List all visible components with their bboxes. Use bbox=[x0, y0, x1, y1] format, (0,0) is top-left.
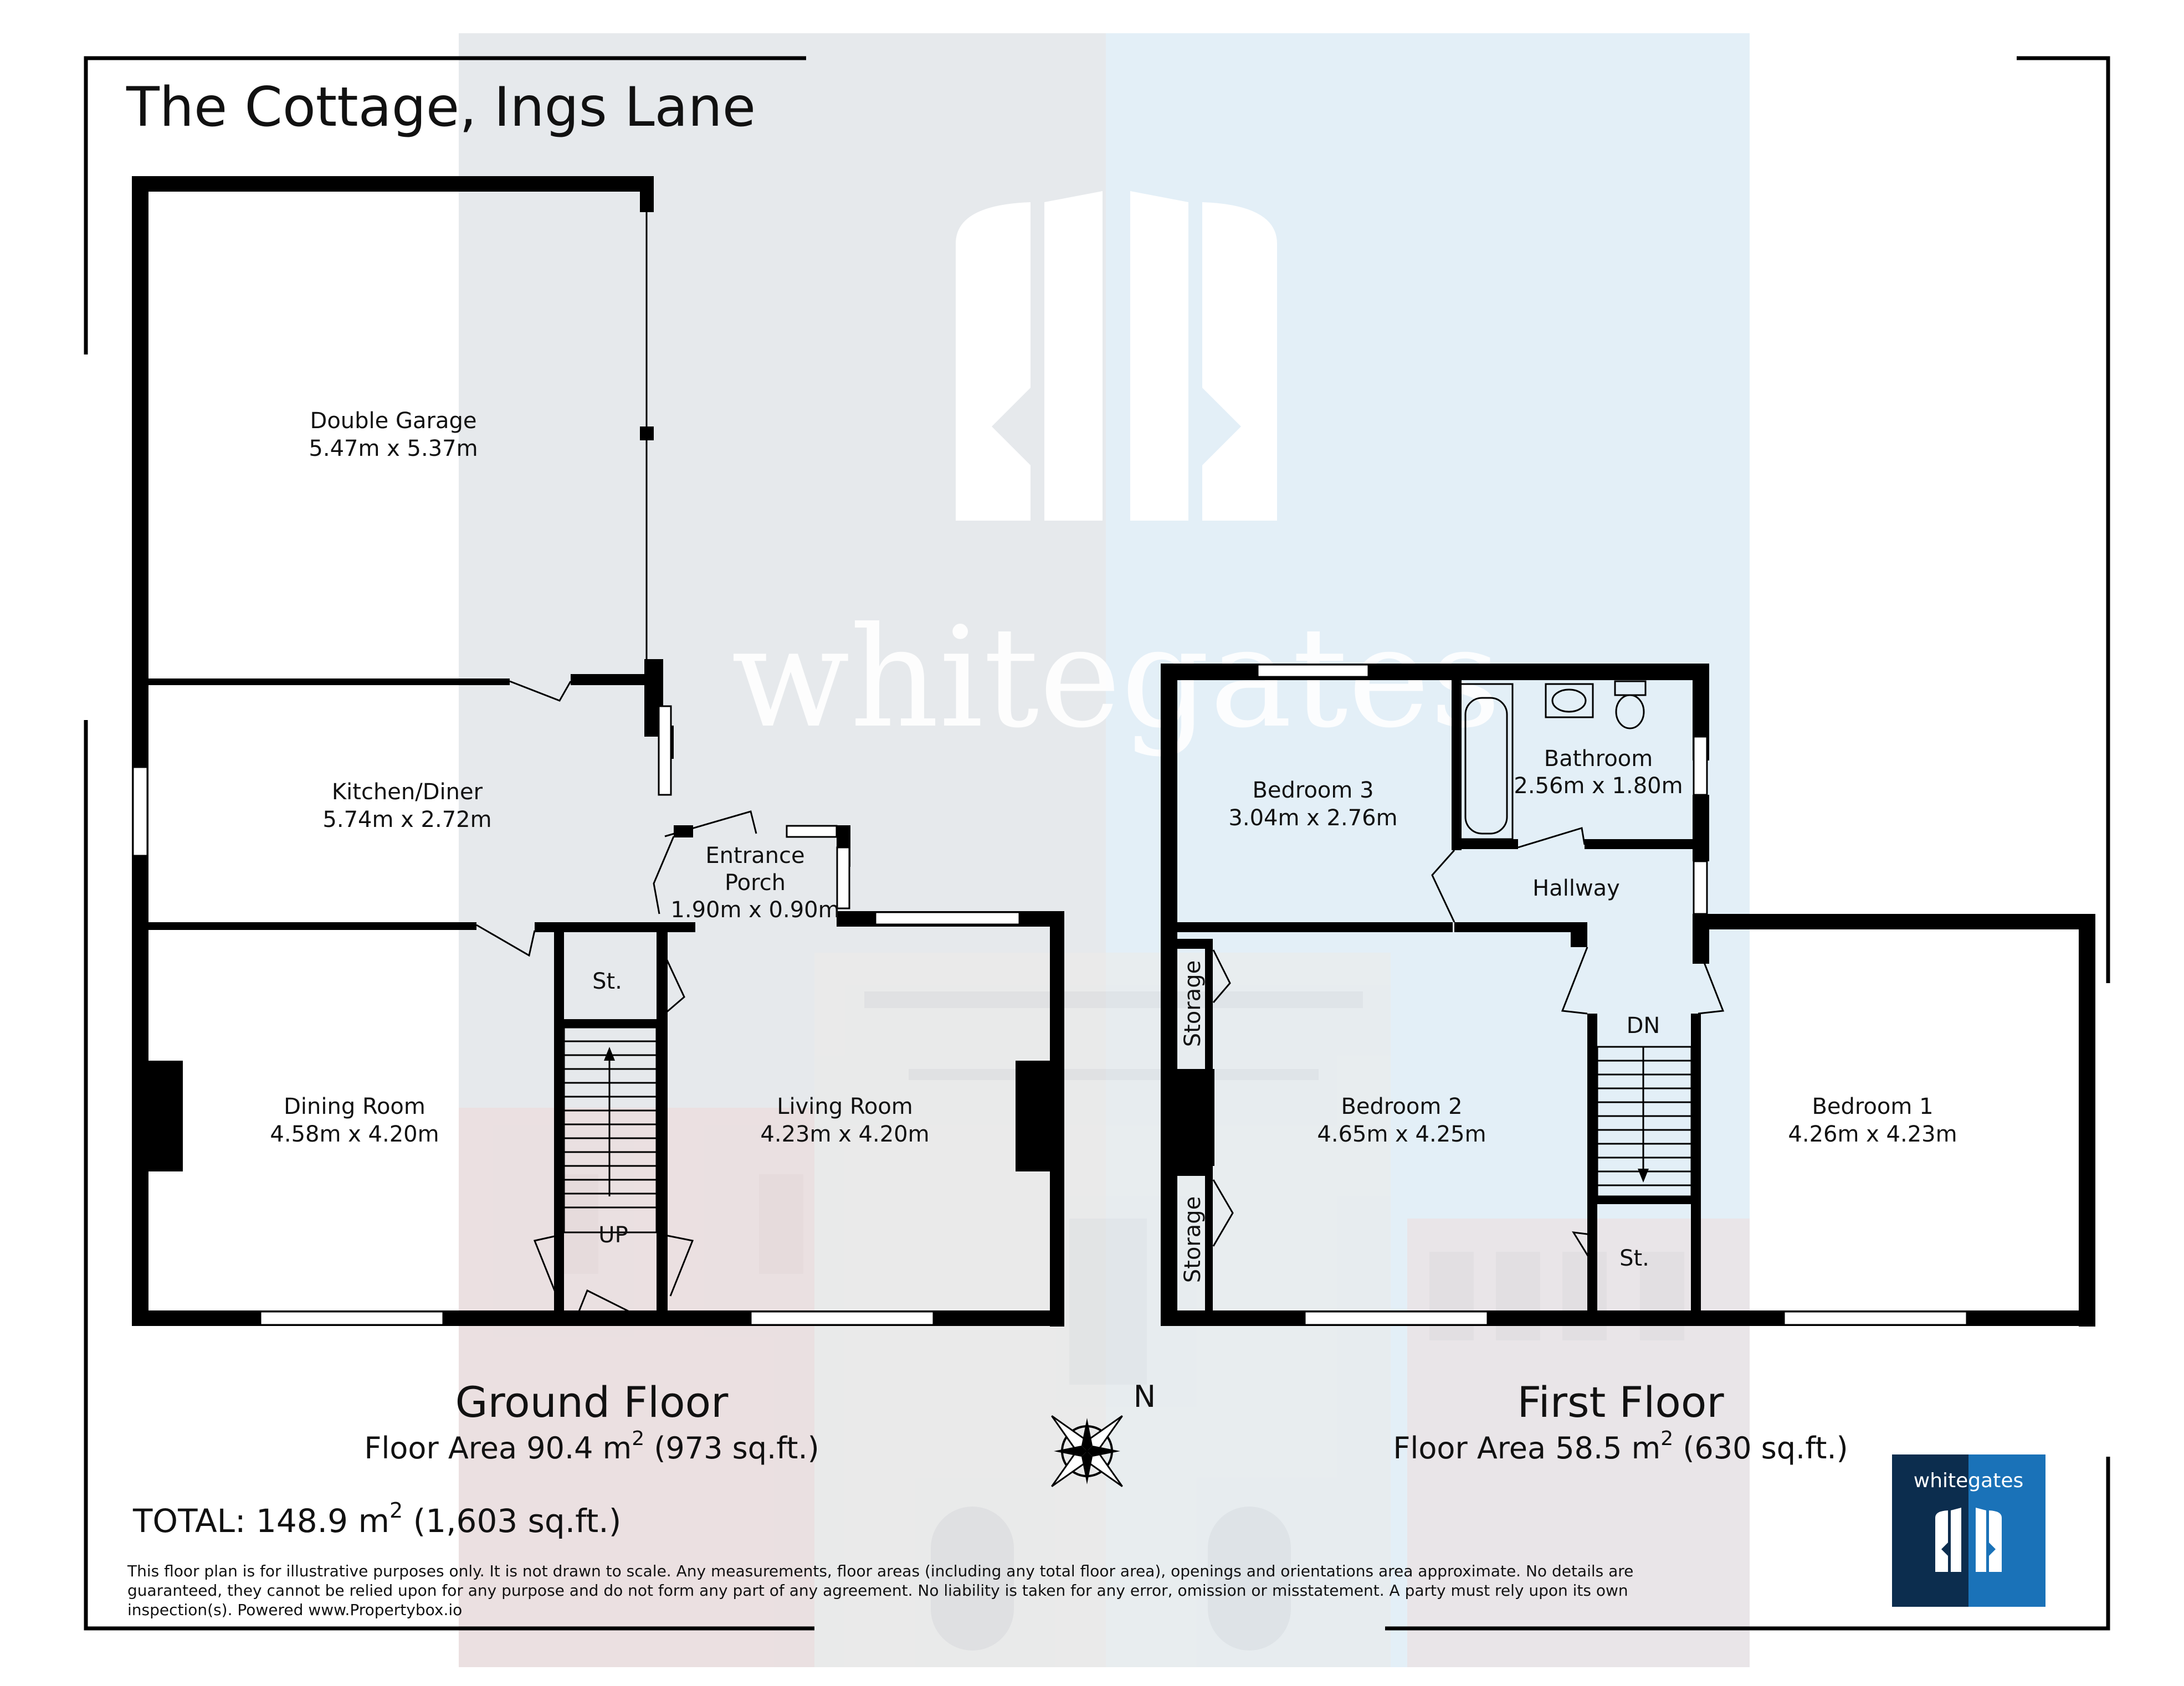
store-label-first: St. bbox=[1619, 1246, 1649, 1271]
room-dims-bedroom-2: 4.65m x 4.25m bbox=[1317, 1122, 1486, 1147]
stairs-down-label: DN bbox=[1627, 1013, 1660, 1039]
first-floor-area: Floor Area 58.5 m2 (630 sq.ft.) bbox=[1393, 1427, 1848, 1466]
window bbox=[786, 825, 838, 838]
watermark: whitegates bbox=[459, 33, 1750, 1667]
page-frame bbox=[84, 56, 2110, 1631]
window bbox=[1257, 664, 1370, 678]
whitegates-logo: whitegates bbox=[1892, 1454, 2045, 1607]
window bbox=[750, 1310, 935, 1326]
door-swing bbox=[664, 810, 757, 837]
door-swing bbox=[1212, 949, 1231, 1003]
room-name-entrance-porch: Entrance bbox=[705, 843, 804, 868]
room-dims-bedroom-3: 3.04m x 2.76m bbox=[1228, 805, 1397, 831]
ground-floor-plan: Double Garage 5.47m x 5.37m Kitchen/Dine… bbox=[132, 176, 1064, 1327]
door-swing bbox=[653, 836, 675, 914]
stairs-up-label: UP bbox=[598, 1222, 628, 1248]
door-swing bbox=[664, 955, 685, 1015]
compass-icon bbox=[1051, 1415, 1123, 1487]
room-name-living-room: Living Room bbox=[777, 1094, 913, 1119]
watermark-logo-mark bbox=[956, 191, 1277, 521]
room-name-dining-room: Dining Room bbox=[284, 1094, 425, 1119]
window bbox=[1304, 1310, 1489, 1326]
door-swing bbox=[1517, 827, 1586, 849]
washbasin bbox=[1545, 683, 1594, 718]
toilet bbox=[1614, 680, 1647, 729]
door-swing bbox=[476, 924, 536, 957]
room-dims-dining-room: 4.58m x 4.20m bbox=[270, 1122, 439, 1147]
total-area: TOTAL: 148.9 m2 (1,603 sq.ft.) bbox=[132, 1498, 621, 1540]
room-dims-living-room: 4.23m x 4.20m bbox=[760, 1122, 929, 1147]
door-swing bbox=[1697, 947, 1725, 1015]
window bbox=[836, 846, 850, 909]
door-swing bbox=[533, 1234, 560, 1297]
bath-tub bbox=[1459, 683, 1514, 840]
door-swing bbox=[1561, 947, 1588, 1015]
staircase-up bbox=[563, 1026, 658, 1233]
disclaimer-line-1: This floor plan is for illustrative purp… bbox=[127, 1562, 1633, 1580]
room-dims-double-garage: 5.47m x 5.37m bbox=[309, 436, 478, 461]
room-name-bedroom-1: Bedroom 1 bbox=[1812, 1094, 1933, 1119]
window bbox=[259, 1310, 444, 1326]
door-swing bbox=[509, 680, 572, 702]
window bbox=[1693, 736, 1708, 796]
door-swing bbox=[1572, 1231, 1597, 1269]
window bbox=[1693, 860, 1708, 915]
room-dims-bathroom: 2.56m x 1.80m bbox=[1514, 773, 1683, 799]
room-name-double-garage: Double Garage bbox=[310, 408, 477, 434]
window bbox=[874, 911, 1021, 926]
disclaimer-line-3: inspection(s). Powered www.Propertybox.i… bbox=[127, 1601, 462, 1619]
room-name-bathroom: Bathroom bbox=[1544, 746, 1653, 772]
room-name-kitchen-diner: Kitchen/Diner bbox=[332, 779, 483, 805]
watermark-building-illustration bbox=[459, 953, 1750, 1667]
door-swing bbox=[1431, 850, 1455, 923]
front-door-swing bbox=[575, 1289, 638, 1319]
window bbox=[658, 705, 672, 796]
window bbox=[132, 766, 148, 857]
page-title: The Cottage, Ings Lane bbox=[126, 76, 756, 139]
logo-text: whitegates bbox=[1914, 1469, 2023, 1492]
room-name-hallway: Hallway bbox=[1532, 876, 1620, 901]
ground-floor-title: Ground Floor bbox=[455, 1377, 729, 1427]
first-floor-plan: Bedroom 3 3.04m x 2.76m Bathroom 2.56m x… bbox=[1161, 664, 2095, 1327]
door-swing bbox=[664, 1234, 694, 1297]
staircase-down bbox=[1596, 1046, 1693, 1197]
room-dims-kitchen-diner: 5.74m x 2.72m bbox=[322, 807, 491, 832]
first-floor-title: First Floor bbox=[1517, 1377, 1724, 1427]
storage-label-lower: Storage bbox=[1180, 1196, 1206, 1283]
compass-north-label: N bbox=[1134, 1379, 1156, 1414]
room-name-bedroom-2: Bedroom 2 bbox=[1341, 1094, 1462, 1119]
window bbox=[1783, 1310, 1968, 1326]
logo-mark-icon bbox=[1935, 1508, 2002, 1572]
room-name-bedroom-3: Bedroom 3 bbox=[1252, 778, 1373, 803]
disclaimer-line-2: guaranteed, they cannot be relied upon f… bbox=[127, 1581, 1628, 1600]
store-label-ground: St. bbox=[592, 969, 622, 994]
door-swing bbox=[1212, 1179, 1234, 1247]
ground-floor-area: Floor Area 90.4 m2 (973 sq.ft.) bbox=[364, 1427, 819, 1466]
room-dims-bedroom-1: 4.26m x 4.23m bbox=[1788, 1122, 1957, 1147]
storage-label-upper: Storage bbox=[1180, 960, 1206, 1047]
room-name-entrance-porch-line2: Porch bbox=[725, 870, 786, 896]
room-dims-entrance-porch: 1.90m x 0.90m bbox=[670, 897, 839, 923]
